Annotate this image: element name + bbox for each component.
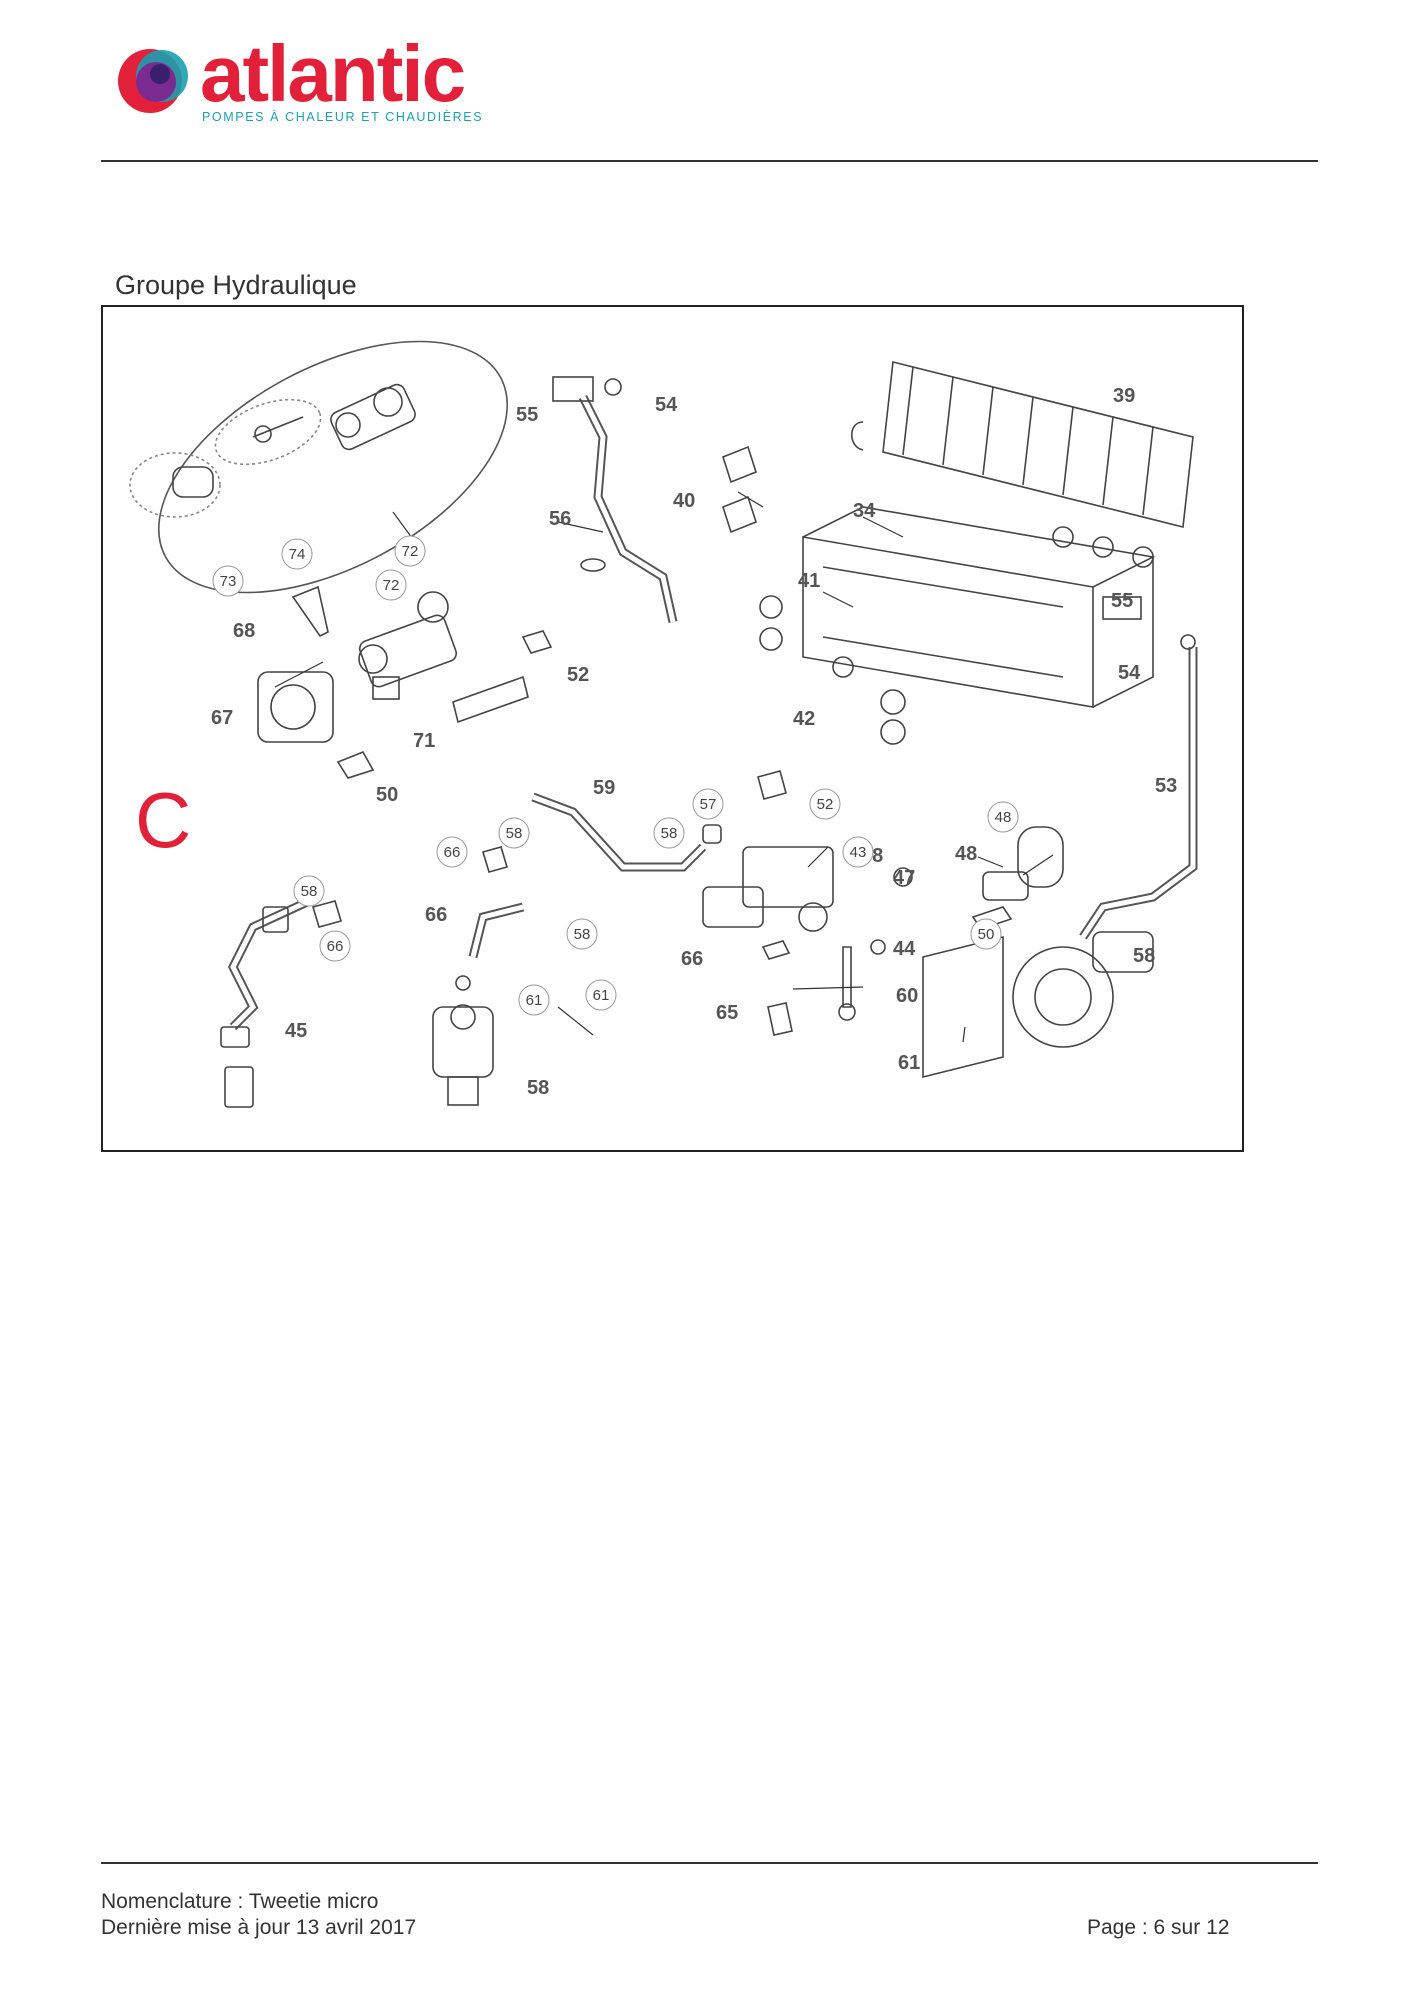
part-label: 42 xyxy=(793,708,815,730)
part-label: 55 xyxy=(1111,590,1133,612)
part-label: 66 xyxy=(425,904,447,926)
part-label: 58 xyxy=(527,1077,549,1099)
logo-mark-icon xyxy=(118,49,188,113)
footer-doc-title: Nomenclature : Tweetie micro xyxy=(101,1890,379,1913)
part-label: 68 xyxy=(233,620,255,642)
callout-circle: 50 xyxy=(970,918,1002,950)
part-label: 41 xyxy=(798,570,820,592)
part-label: 60 xyxy=(896,985,918,1007)
diagram-drawing: 39 34 41 40 54 55 56 68 67 71 52 50 42 5… xyxy=(129,340,1198,1108)
part-label: 40 xyxy=(673,490,695,512)
callout-circle: 52 xyxy=(809,788,841,820)
callout-circle: 58 xyxy=(566,918,598,950)
part-label: 39 xyxy=(1113,385,1135,407)
callout-circle: 73 xyxy=(212,565,244,597)
part-label: 47 xyxy=(893,867,915,889)
svg-text:43: 43 xyxy=(850,844,867,861)
callout-circle: 72 xyxy=(375,569,407,601)
group-letter: C xyxy=(135,776,191,864)
part-label: 52 xyxy=(567,664,589,686)
svg-text:58: 58 xyxy=(301,883,318,900)
part-label: 66 xyxy=(681,948,703,970)
svg-text:74: 74 xyxy=(289,546,306,563)
svg-text:48: 48 xyxy=(995,809,1012,826)
part-label: 44 xyxy=(893,938,916,960)
svg-text:66: 66 xyxy=(327,938,344,955)
part-label: 58 xyxy=(1133,945,1155,967)
callout-circle: 48 xyxy=(987,801,1019,833)
callout-circle: 43 xyxy=(842,836,874,868)
callout-circle: 58 xyxy=(498,817,530,849)
part-label: 61 xyxy=(898,1052,920,1074)
hydraulic-diagram: 39 34 41 40 54 55 56 68 67 71 52 50 42 5… xyxy=(101,305,1244,1152)
part-label: 59 xyxy=(593,777,615,799)
footer-divider xyxy=(101,1862,1318,1864)
part-label: 71 xyxy=(413,730,435,752)
part-label: 55 xyxy=(516,404,538,426)
callout-circle: 66 xyxy=(436,836,468,868)
svg-text:52: 52 xyxy=(817,796,834,813)
svg-text:61: 61 xyxy=(593,987,610,1004)
part-label: 34 xyxy=(853,500,876,522)
part-label: 50 xyxy=(376,784,398,806)
svg-text:73: 73 xyxy=(220,573,237,590)
callout-circle: 61 xyxy=(518,984,550,1016)
section-title: Groupe Hydraulique xyxy=(115,270,357,300)
svg-text:61: 61 xyxy=(526,992,543,1009)
svg-text:50: 50 xyxy=(978,926,995,943)
svg-text:72: 72 xyxy=(383,577,400,594)
svg-text:58: 58 xyxy=(506,825,523,842)
part-label: 56 xyxy=(549,508,571,530)
part-label: 65 xyxy=(716,1002,738,1024)
header-divider xyxy=(101,160,1318,162)
callout-circle: 57 xyxy=(692,788,724,820)
brand-tagline: POMPES À CHALEUR ET CHAUDIÈRES xyxy=(202,110,484,124)
callout-circle: 58 xyxy=(653,817,685,849)
svg-text:72: 72 xyxy=(402,543,419,560)
brand-name: atlantic xyxy=(200,29,466,118)
part-label: 54 xyxy=(655,394,678,416)
part-label: 53 xyxy=(1155,775,1177,797)
brand-logo: atlantic POMPES À CHALEUR ET CHAUDIÈRES xyxy=(110,29,490,136)
callout-circle: 61 xyxy=(585,979,617,1011)
part-label: 45 xyxy=(285,1020,307,1042)
part-label: 67 xyxy=(211,707,233,729)
svg-text:58: 58 xyxy=(574,926,591,943)
callout-circle: 66 xyxy=(319,930,351,962)
callout-circle: 58 xyxy=(293,875,325,907)
part-label: 48 xyxy=(955,843,977,865)
callout-circle: 72 xyxy=(394,535,426,567)
callout-circle: 74 xyxy=(281,538,313,570)
footer-updated: Dernière mise à jour 13 avril 2017 xyxy=(101,1916,417,1939)
svg-text:57: 57 xyxy=(700,796,717,813)
svg-text:66: 66 xyxy=(444,844,461,861)
footer-page-number: Page : 6 sur 12 xyxy=(1087,1916,1230,1939)
svg-text:58: 58 xyxy=(661,825,678,842)
group-ellipse xyxy=(157,340,509,594)
part-label: 54 xyxy=(1118,662,1141,684)
